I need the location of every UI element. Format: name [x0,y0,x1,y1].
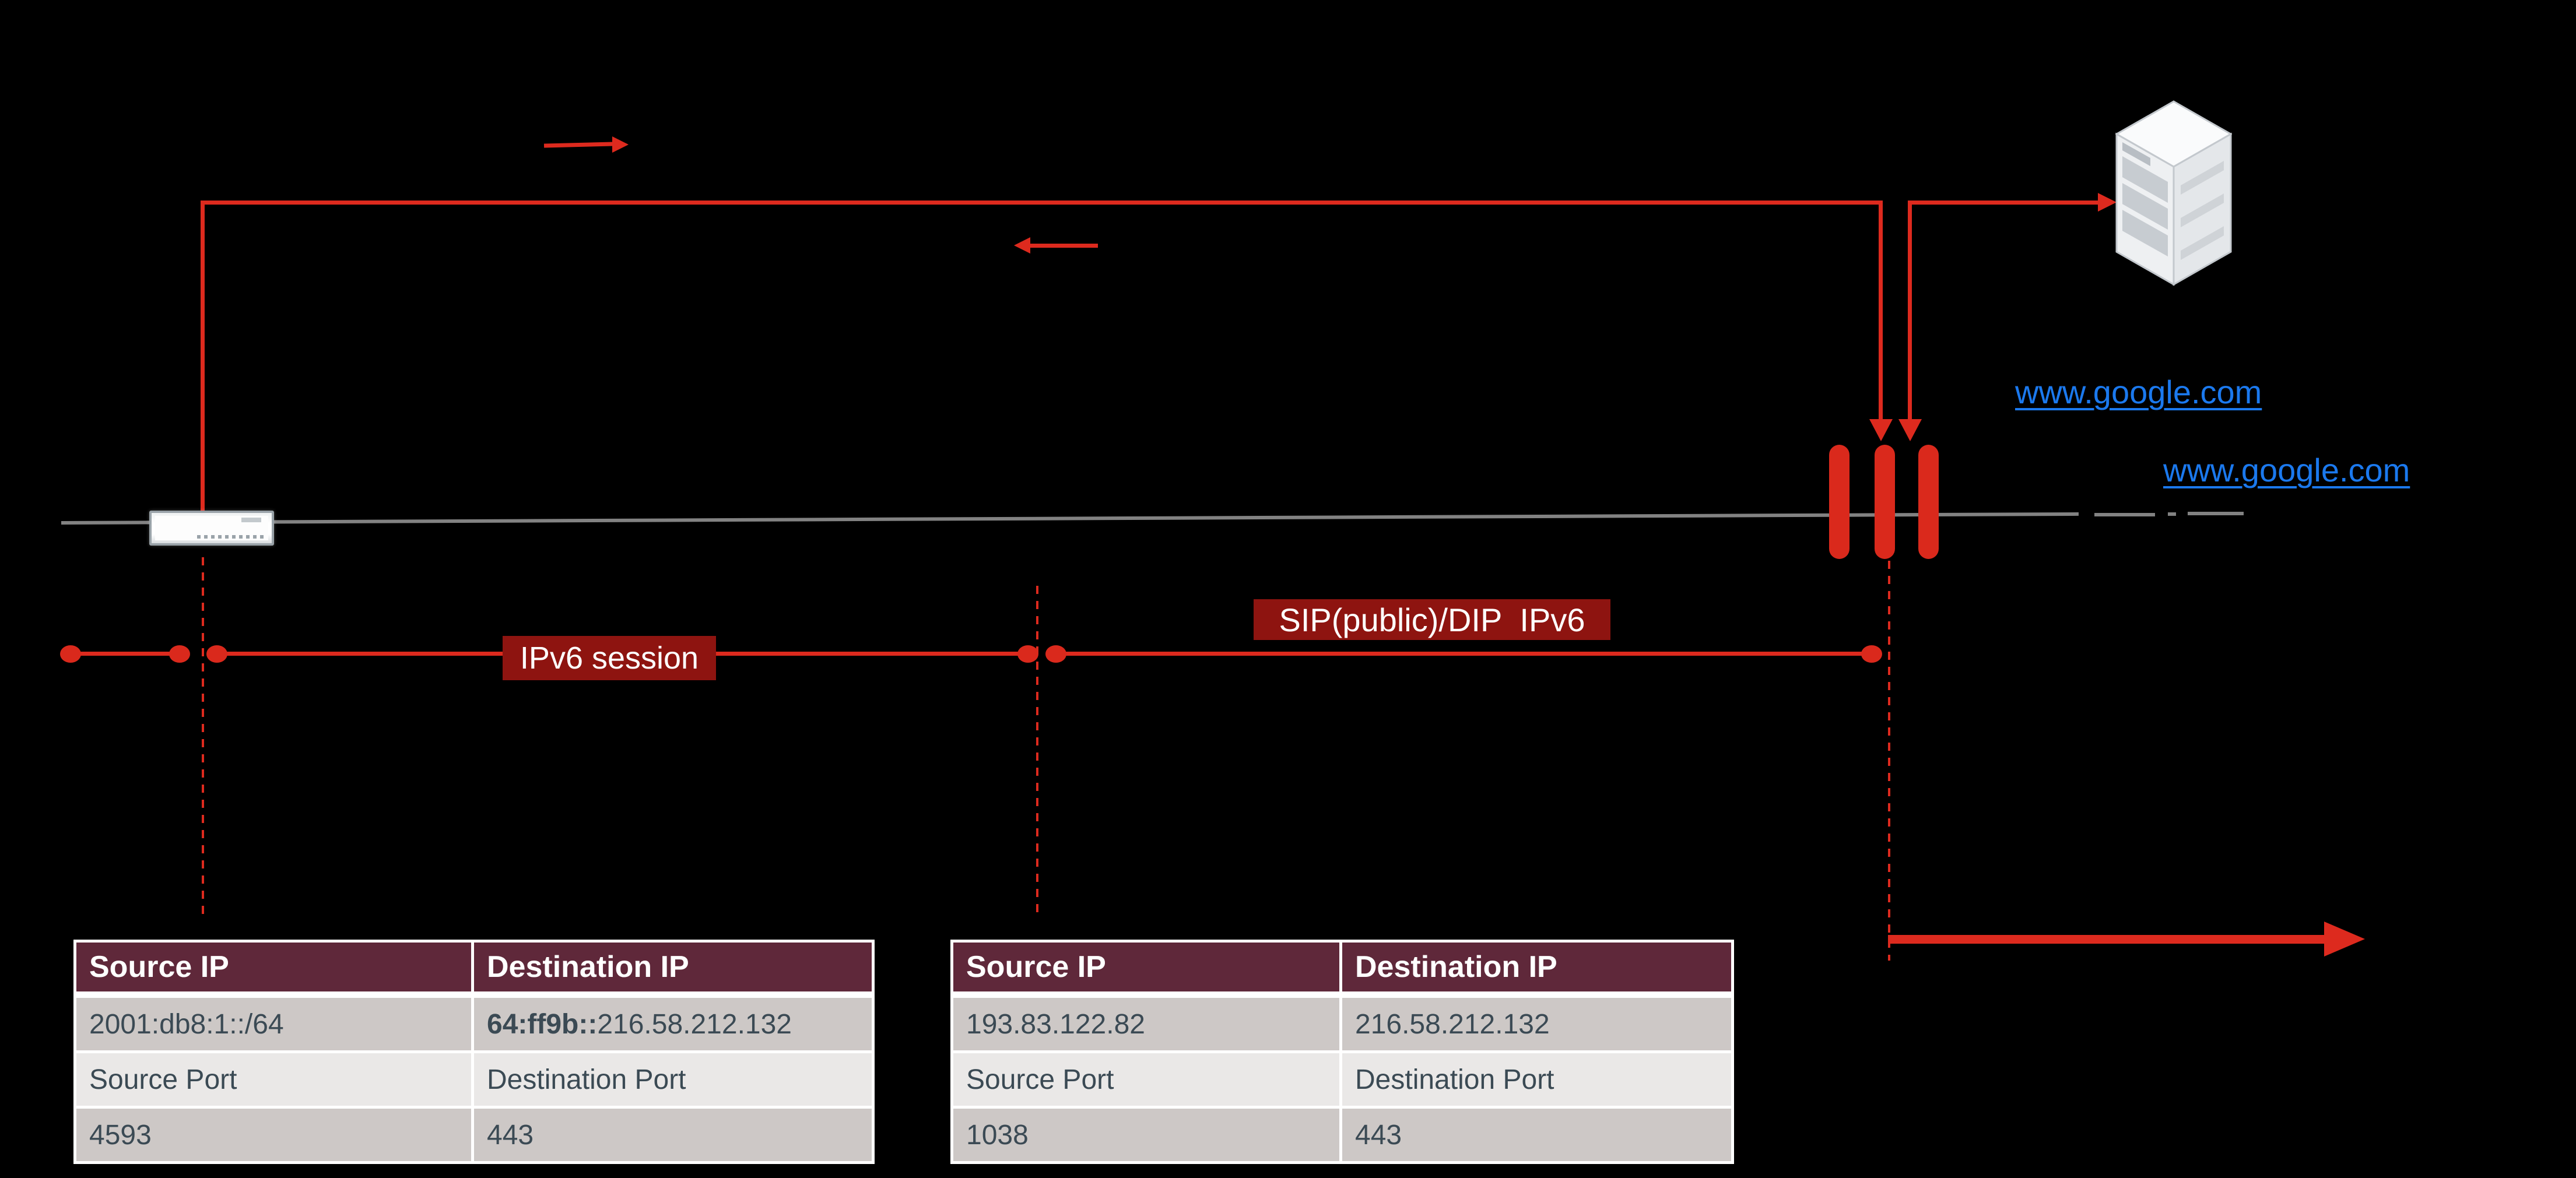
nat64-bar-2 [1875,445,1895,559]
span-segment-ipv4 [1056,652,1872,656]
table-row: Source Port Destination Port [76,1053,872,1106]
destination-port-value: 443 [1342,1109,1731,1161]
network-wire-dash-3 [2188,512,2244,515]
sip-dip-label: SIP(public)/DIP IPv6 [1254,599,1610,640]
nat64-bar-3 [1918,445,1939,559]
source-port-value: 1038 [953,1109,1339,1161]
table-row: 1038 443 [953,1109,1731,1161]
reference-line-client [202,557,204,916]
destination-port-value: 443 [474,1109,872,1161]
arrowhead-down-2-icon [1898,419,1922,441]
table-header-source-ip: Source IP [76,943,471,995]
network-wire-dash-2 [2168,512,2176,516]
span-dot [169,645,190,663]
source-ip-value: 2001:db8:1::/64 [76,998,471,1050]
request-arrow-shaft [543,142,613,148]
destination-port-label: Destination Port [1342,1053,1731,1106]
flow-line-to-server [1908,201,2098,205]
reference-line-nat64 [1888,561,1890,961]
table-header-source-ip: Source IP [953,943,1339,995]
arrowhead-down-1-icon [1869,419,1893,441]
flow-line-client-vertical [201,201,205,513]
router-icon [149,511,274,546]
span-dot [206,645,227,663]
request-arrow-icon [612,136,629,153]
source-ip-value: 193.83.122.82 [953,998,1339,1050]
google-link-2[interactable]: www.google.com [2163,452,2410,488]
span-dot [1017,645,1038,663]
translated-flow-shaft [1888,935,2325,944]
response-arrow-icon [1014,237,1030,254]
table-header-destination-ip: Destination IP [474,943,872,995]
google-link-1[interactable]: www.google.com [2015,374,2262,410]
destination-ip-value: 216.58.212.132 [1342,998,1731,1050]
destination-port-label: Destination Port [474,1053,872,1106]
span-dot [1861,645,1882,663]
router-ports [197,535,264,539]
nat64-prefix: 64:ff9b:: [487,1008,598,1040]
translated-flow-arrow-icon [2324,922,2365,957]
table-row: 193.83.122.82 216.58.212.132 [953,998,1731,1050]
table-row: Source Port Destination Port [953,1053,1731,1106]
table-header-destination-ip: Destination IP [1342,943,1731,995]
span-segment-lan [71,652,180,656]
ipv6-session-label: IPv6 session [503,636,716,680]
source-port-value: 4593 [76,1109,471,1161]
span-dot [1045,645,1066,663]
nat64-bar-1 [1829,445,1849,559]
router-label-badge [241,518,261,522]
network-wire [61,512,2079,525]
span-dot [60,645,81,663]
ipv6-session-table: Source IP Destination IP 2001:db8:1::/64… [73,940,875,1164]
table-row: 2001:db8:1::/64 64:ff9b::216.58.212.132 [76,998,872,1050]
source-port-label: Source Port [76,1053,471,1106]
source-port-label: Source Port [953,1053,1339,1106]
table-row: 4593 443 [76,1109,872,1161]
flow-line-nat-down-2 [1908,201,1912,419]
ipv4-session-table: Source IP Destination IP 193.83.122.82 2… [950,940,1734,1164]
destination-ip-value: 64:ff9b::216.58.212.132 [474,998,872,1050]
flow-line-top-horizontal [201,201,1883,205]
reference-line-middle [1036,586,1038,915]
server-icon [2115,100,2232,286]
flow-line-nat-down-1 [1879,201,1883,419]
arrowhead-to-server-icon [2098,193,2117,212]
response-arrow-shaft [1030,244,1098,248]
network-wire-dash-1 [2094,513,2155,516]
